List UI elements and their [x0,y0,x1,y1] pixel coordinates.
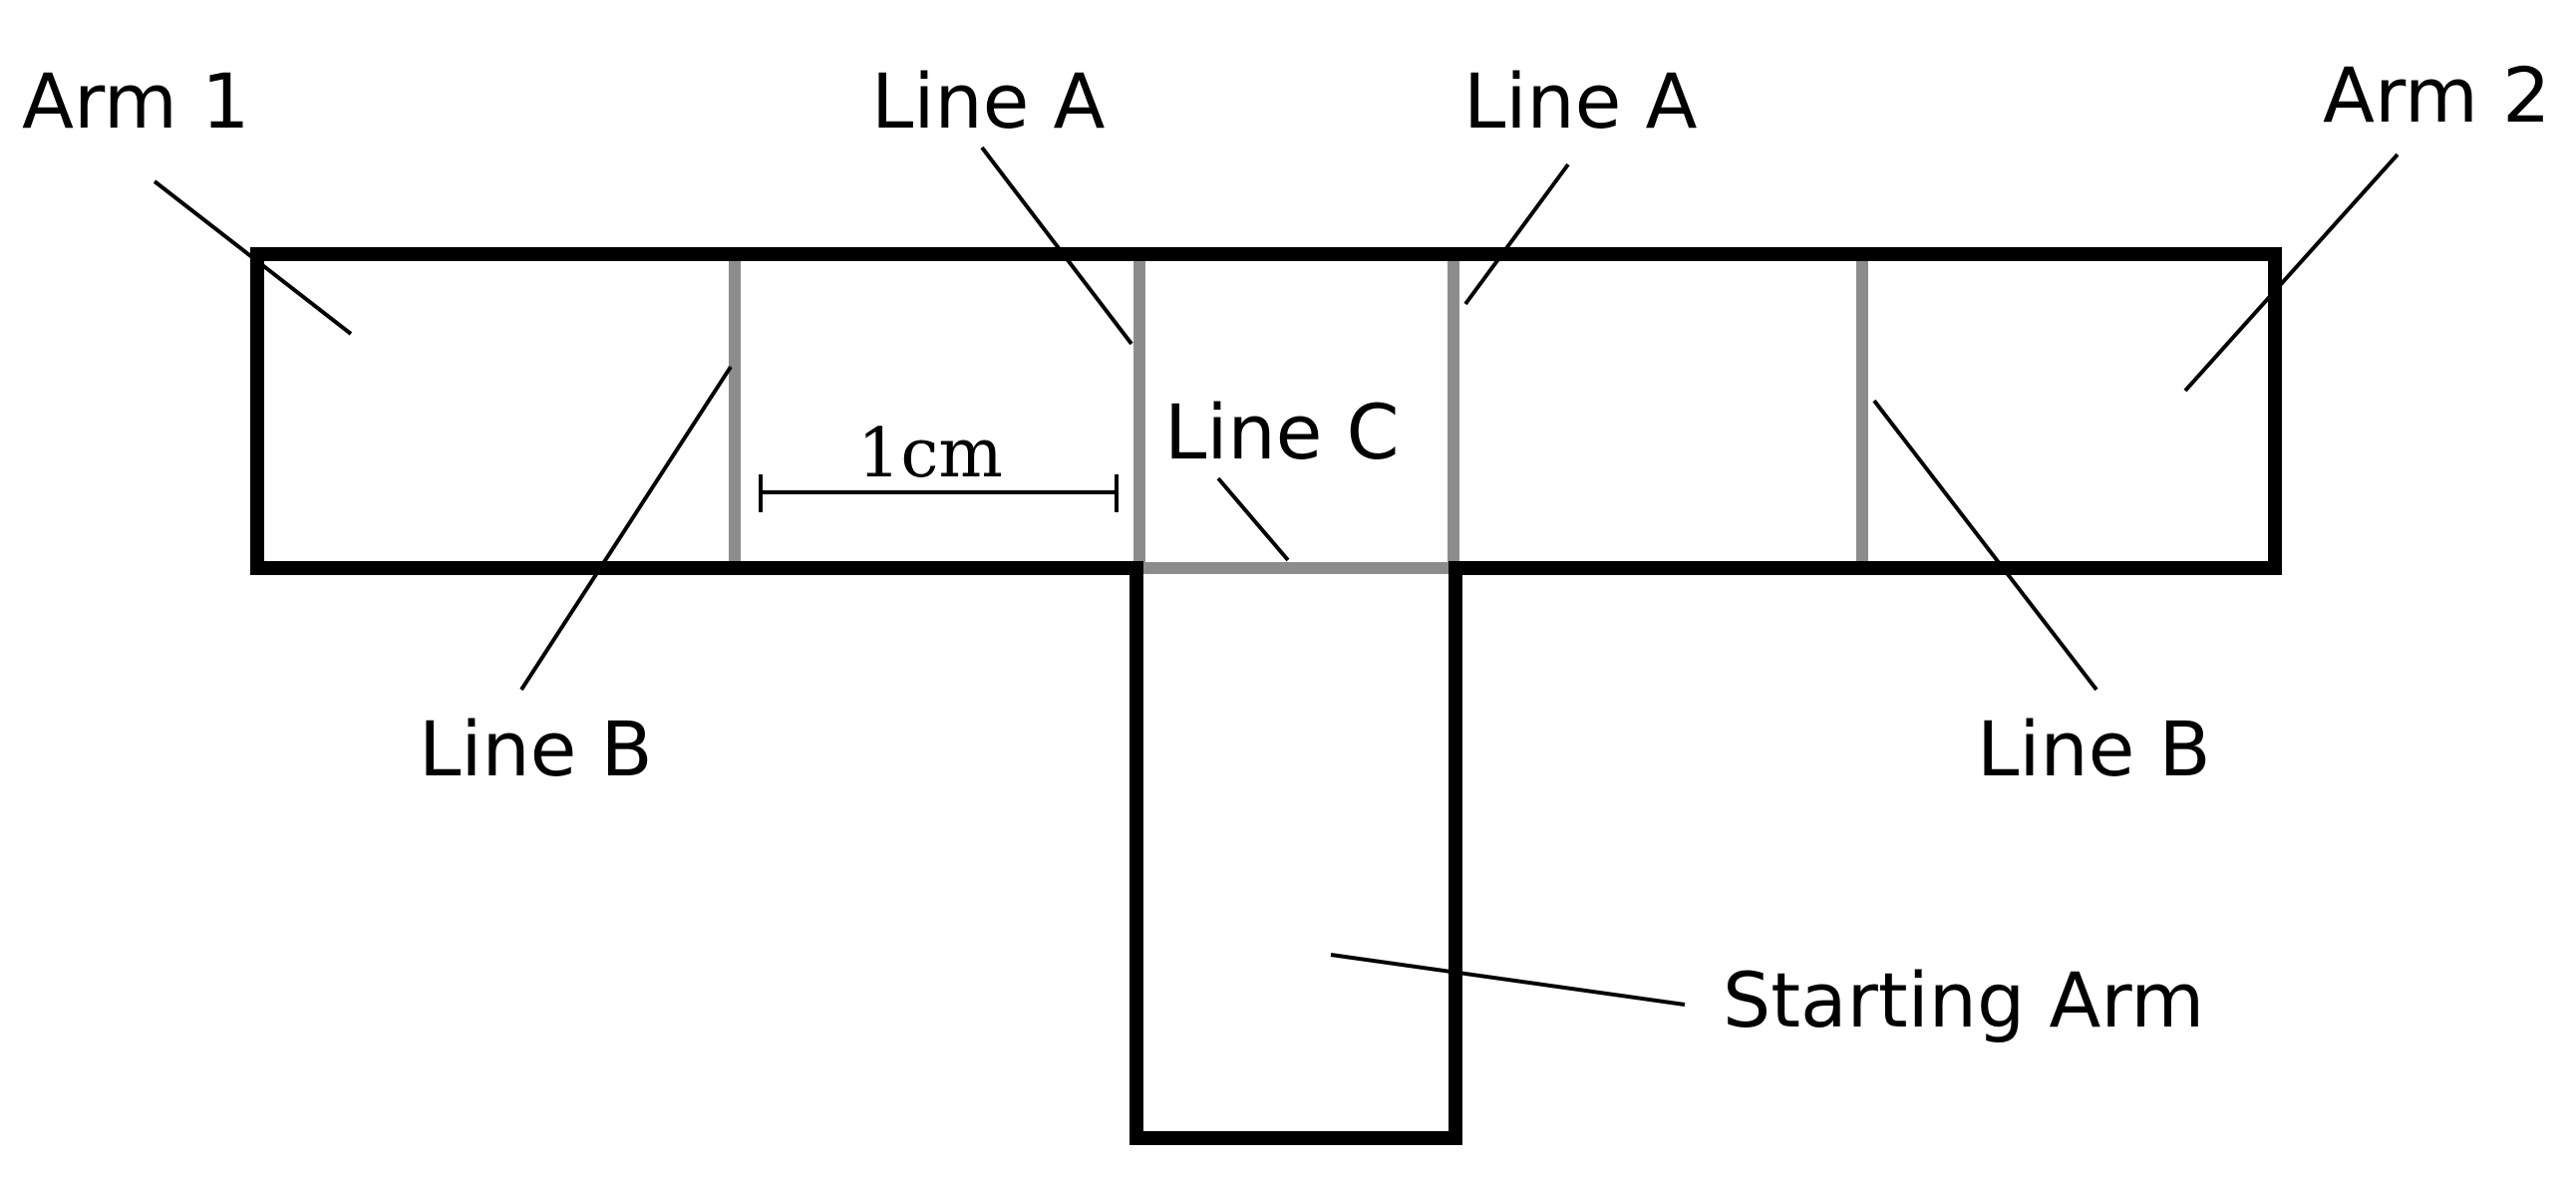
line-a-left-leader [980,146,1133,346]
scale-bar [759,474,1119,512]
line-a-right-label: Line A [1463,57,1698,146]
line-b-right-label: Line B [1977,705,2211,793]
line-a-right-leader [1463,162,1570,306]
arm1-label: Arm 1 [22,57,249,146]
maze-outline [250,247,2282,1145]
arm2-leader [2183,152,2400,393]
arm1-leader [153,179,353,336]
line-b-left-label: Line B [419,705,653,793]
starting-arm-leader [1330,953,1686,1007]
starting-arm-label: Starting Arm [1723,956,2204,1044]
line-c-leader [1216,476,1290,562]
line-b-right-leader [1872,399,2098,692]
arm2-label: Arm 2 [2323,51,2550,140]
scale-label: 1cm [857,415,1003,493]
line-b-left-leader [519,365,733,692]
line-c-label: Line C [1164,388,1400,476]
line-a-left-label: Line A [871,57,1106,146]
